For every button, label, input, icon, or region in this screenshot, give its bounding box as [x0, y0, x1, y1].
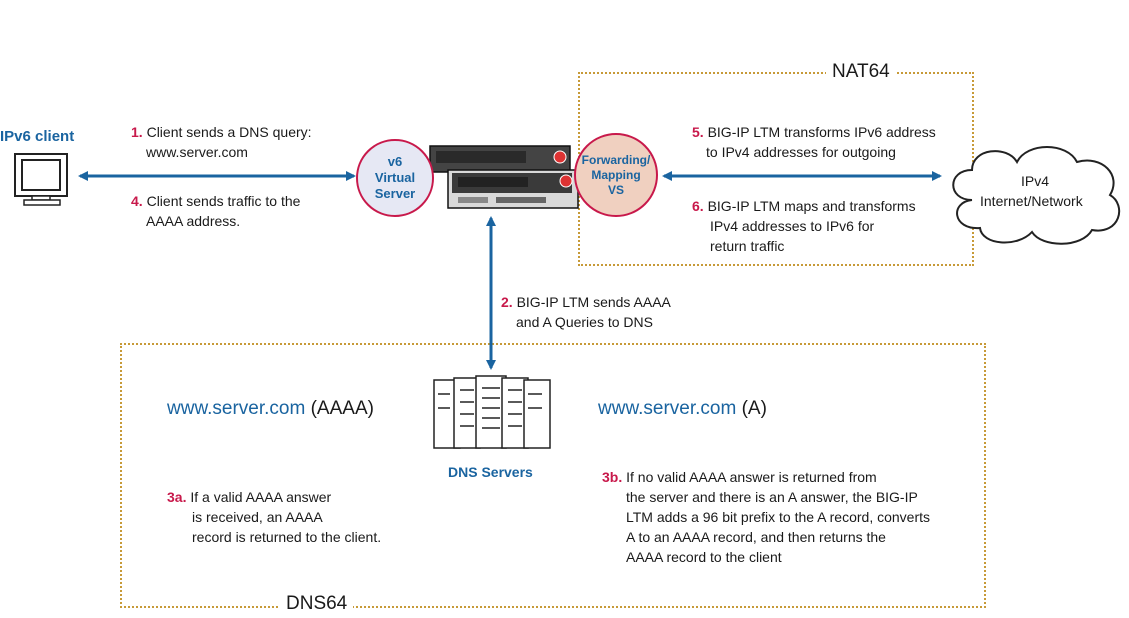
step-3a-line1: If a valid AAAA answer: [190, 489, 332, 505]
step-3b-line4: A to an AAAA record, and then returns th…: [626, 529, 886, 545]
step-5-number: 5.: [692, 124, 704, 140]
vs-line-3: Server: [374, 186, 416, 201]
step-1-line1: Client sends a DNS query:: [146, 124, 312, 140]
record-a-type: (A): [741, 398, 767, 419]
step-5-line2: to IPv4 addresses for outgoing: [706, 144, 896, 160]
step-3b-line5: AAAA record to the client: [626, 549, 782, 565]
step-2-number: 2.: [501, 294, 513, 310]
step-6: 6. BIG-IP LTM maps and transforms: [692, 196, 916, 216]
fvs-line-2: Mapping: [591, 167, 641, 182]
big-ip-device-icon: [429, 145, 579, 209]
client-label: IPv6 client: [0, 128, 75, 145]
step-5-line1: BIG-IP LTM transforms IPv6 address: [707, 124, 936, 140]
dns-servers-label: DNS Servers: [448, 464, 533, 480]
step-3b-number: 3b.: [602, 469, 623, 485]
step-3b-line3: LTM adds a 96 bit prefix to the A record…: [626, 509, 931, 525]
step-2-line1: BIG-IP LTM sends AAAA: [516, 294, 671, 310]
step-1-number: 1.: [131, 124, 143, 140]
fvs-line-3: VS: [607, 182, 624, 197]
record-aaaa-domain: www.server.com: [167, 398, 306, 419]
v6-virtual-server: v6 Virtual Server: [356, 139, 434, 217]
step-3a-line3: record is returned to the client.: [192, 529, 382, 545]
step-5: 5. BIG-IP LTM transforms IPv6 address: [692, 122, 936, 142]
step-4-line1: Client sends traffic to the: [146, 193, 301, 209]
step-3b-line1: If no valid AAAA answer is returned from: [626, 469, 877, 485]
forwarding-mapping-vs: Forwarding/ Mapping VS: [574, 133, 658, 217]
record-aaaa: www.server.com (AAAA): [167, 398, 374, 420]
step-1-line2: www.server.com: [146, 144, 248, 160]
cloud-icon: [952, 146, 1121, 245]
cloud-line-2: Internet/Network: [980, 193, 1083, 209]
step-2: 2. BIG-IP LTM sends AAAA: [501, 292, 671, 312]
vs-line-2: Virtual: [374, 170, 416, 185]
record-a-domain: www.server.com: [598, 398, 737, 419]
fvs-line-1: Forwarding/: [581, 152, 651, 167]
step-6-line3: return traffic: [710, 238, 785, 254]
step-4-number: 4.: [131, 193, 143, 209]
nat64-label: NAT64: [826, 61, 896, 83]
step-6-number: 6.: [692, 198, 704, 214]
step-3a: 3a. If a valid AAAA answer: [167, 487, 331, 507]
step-4: 4. Client sends traffic to the: [131, 191, 300, 211]
dns64-label: DNS64: [280, 593, 354, 615]
monitor-icon: [14, 153, 68, 206]
record-aaaa-type: (AAAA): [310, 398, 374, 419]
step-3b-line2: the server and there is an A answer, the…: [626, 489, 918, 505]
vs-line-1: v6: [387, 154, 403, 169]
step-3b: 3b. If no valid AAAA answer is returned …: [602, 467, 877, 487]
record-a: www.server.com (A): [598, 398, 767, 420]
step-6-line1: BIG-IP LTM maps and transforms: [707, 198, 916, 214]
step-1: 1. Client sends a DNS query:: [131, 122, 312, 142]
cloud-line-1: IPv4: [1021, 173, 1050, 189]
step-2-line2: and A Queries to DNS: [516, 314, 653, 330]
step-4-line2: AAAA address.: [146, 213, 241, 229]
step-3a-line2: is received, an AAAA: [192, 509, 323, 525]
dns-servers-icon: [433, 375, 551, 449]
step-6-line2: IPv4 addresses to IPv6 for: [710, 218, 875, 234]
step-3a-number: 3a.: [167, 489, 187, 505]
dns64-region: [120, 343, 986, 608]
